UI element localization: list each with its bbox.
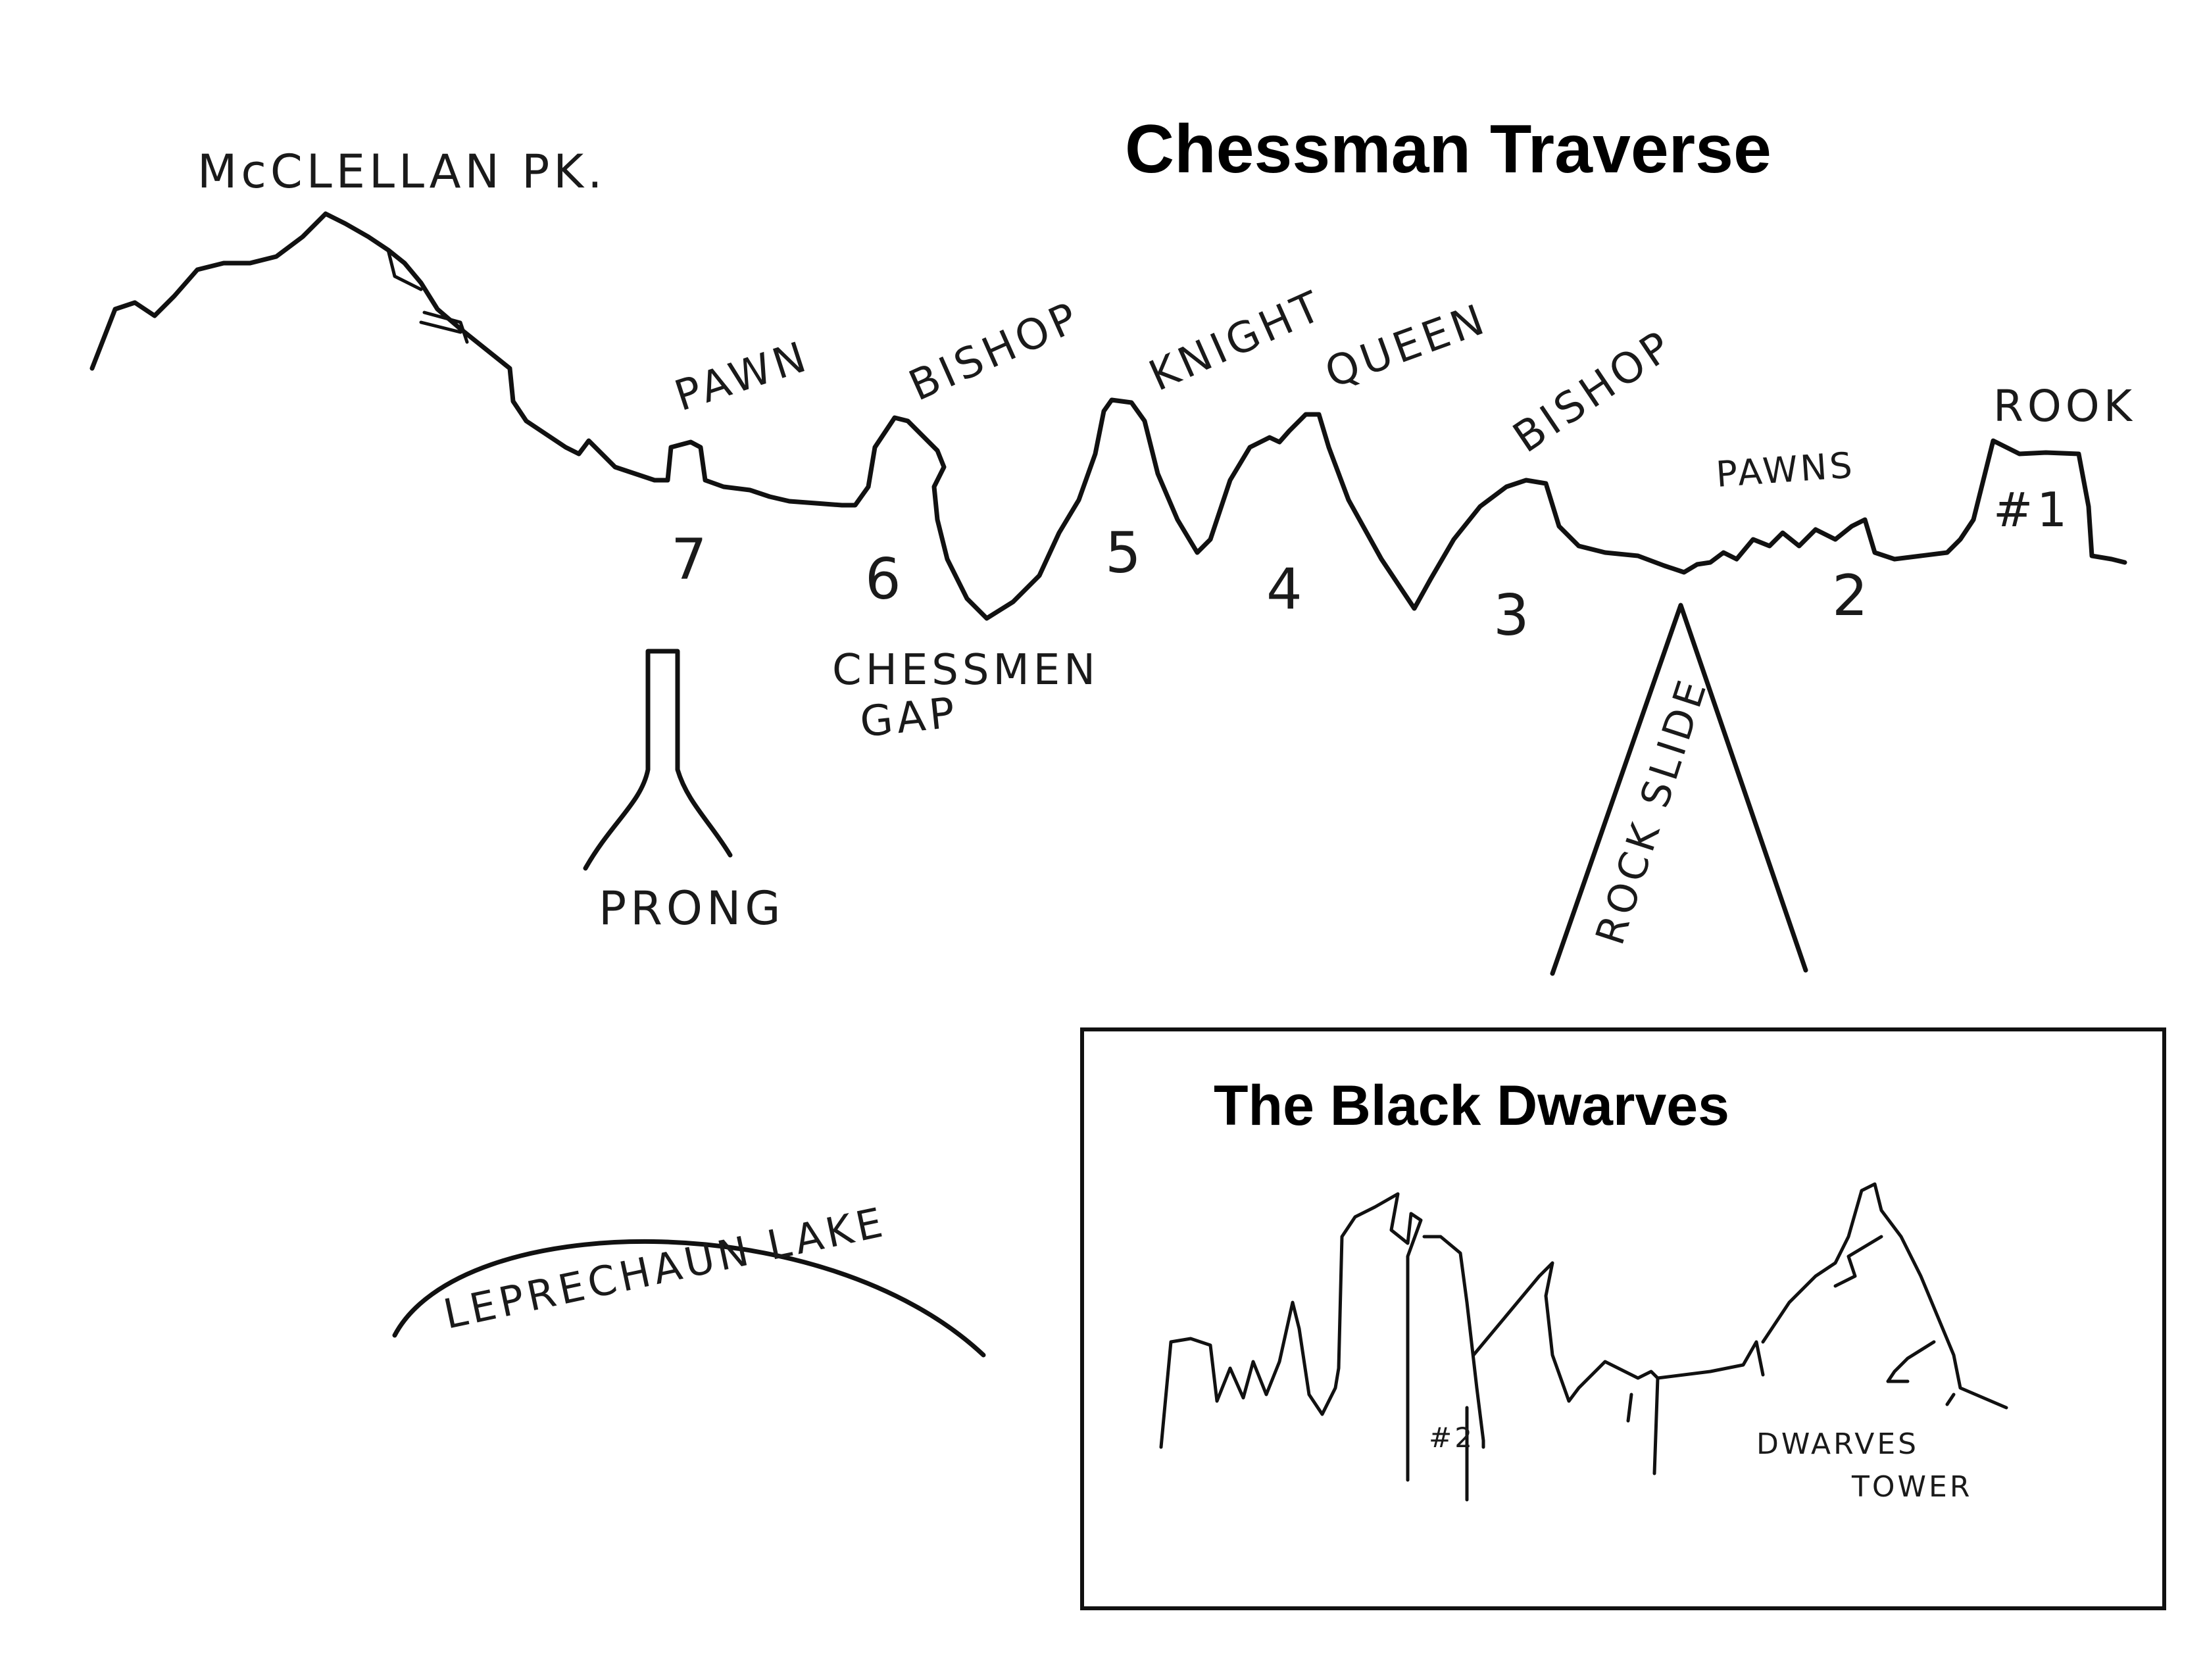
inset-title: The Black Dwarves	[1214, 1074, 1729, 1137]
page-title: Chessman Traverse	[1125, 111, 1771, 187]
inset-label-two: #2	[1429, 1421, 1475, 1454]
rook-number-label: #1	[1993, 482, 2071, 537]
rook-label: ROOK	[1993, 381, 2136, 432]
route-number-4: 4	[1266, 556, 1302, 622]
route-number-2: 2	[1832, 563, 1868, 629]
rock-slide-label: ROCK SLIDE	[1587, 672, 1717, 951]
route-number-3: 3	[1493, 583, 1529, 649]
chessmen-gap-label-line1: CHESSMEN	[832, 646, 1099, 695]
route-number-5: 5	[1105, 520, 1141, 586]
chessmen-gap-label-line2: GAP	[858, 689, 961, 747]
rock-slide-shape	[1550, 603, 1808, 976]
route-number-7: 7	[671, 527, 707, 593]
bishop-right-label: BISHOP	[1505, 320, 1683, 462]
dwarves-skyline	[1159, 1192, 1423, 1482]
black-dwarves-inset: The Black Dwarves #2 DWARVES TOWER	[1080, 1027, 2166, 1610]
mcclellan-peak-label: McCLELLAN PK.	[197, 145, 606, 199]
pawn-label: PAWN	[669, 332, 816, 421]
dwarves-tower-label-line2: TOWER	[1851, 1470, 1972, 1504]
dwarves-mid-ridge	[1472, 1261, 1765, 1475]
lake-shoreline	[392, 1239, 986, 1358]
ridge-line	[89, 211, 2127, 621]
dwarves-tower	[1761, 1182, 2008, 1410]
ridge-ledge	[386, 248, 469, 344]
prong-shape	[583, 649, 733, 871]
prong-label: PRONG	[599, 881, 785, 935]
queen-label: QUEEN	[1319, 295, 1494, 398]
pawns-label: PAWNS	[1715, 444, 1856, 495]
route-number-6: 6	[865, 547, 901, 612]
bishop-left-label: BISHOP	[902, 293, 1088, 411]
dwarves-tower-two	[1422, 1235, 1485, 1502]
dwarves-tower-label-line1: DWARVES	[1756, 1427, 1919, 1461]
knight-label: KNIGHT	[1142, 282, 1331, 401]
inset-border	[1080, 1027, 2166, 1610]
